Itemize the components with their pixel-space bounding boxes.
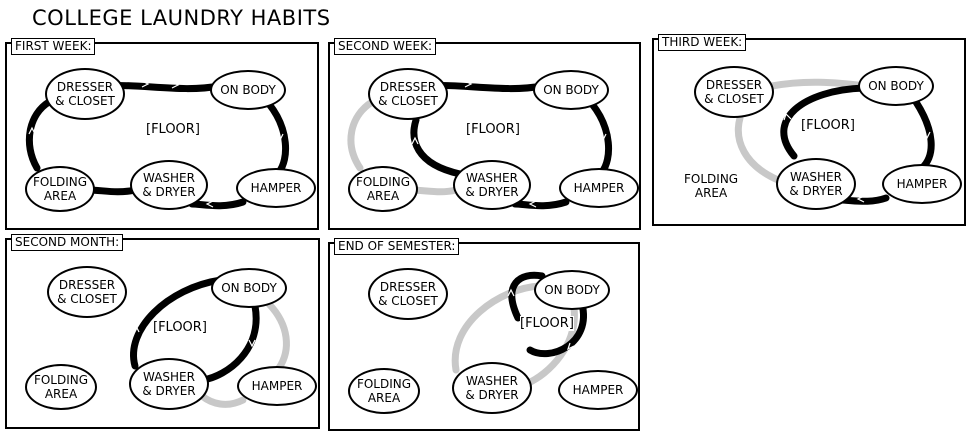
node-dresser-closet: DRESSER & CLOSET: [368, 268, 448, 320]
node-washer-dryer: WASHER & DRYER: [452, 362, 532, 414]
arrow-folding-to-dresser: [25, 98, 53, 172]
node-dresser-closet: DRESSER & CLOSET: [45, 68, 125, 120]
arrow-hamper-to-washer: [511, 198, 570, 210]
floor-label: [FLOOR]: [146, 122, 200, 137]
flow-diagram: [451, 271, 587, 388]
arrow-washer-to-on-body: [780, 84, 868, 160]
panel-title: END OF SEMESTER:: [334, 238, 460, 255]
panel-title: FIRST WEEK:: [11, 38, 96, 55]
arrow-on-body-to-hamper: [265, 300, 290, 372]
node-on-body: ON BODY: [534, 270, 610, 310]
arrow-washer-to-folding: [85, 186, 139, 196]
node-folding-area: FOLDING AREA: [684, 172, 739, 200]
panel-title: THIRD WEEK:: [658, 34, 747, 51]
flow-diagram: [130, 276, 290, 408]
node-washer-dryer: WASHER & DRYER: [129, 358, 209, 410]
node-hamper: HAMPER: [236, 168, 316, 208]
panel-second-month: SECOND MONTH: DRESSER & CLOSET ON BODY […: [5, 234, 320, 429]
floor-label: [FLOOR]: [153, 320, 207, 335]
panel-end-of-semester: END OF SEMESTER: DRESSER & CLOSET ON BOD…: [328, 238, 640, 431]
arrow-hamper-to-washer: [198, 392, 247, 408]
panel-third-week: THIRD WEEK: DRESSER & CLOSET ON BODY [FL…: [652, 34, 966, 226]
floor-label: [FLOOR]: [801, 118, 855, 133]
arrow-on-body-to-hamper: [265, 100, 290, 176]
node-folding-area: FOLDING AREA: [25, 364, 97, 410]
node-hamper: HAMPER: [237, 366, 317, 406]
node-folding-area: FOLDING AREA: [348, 368, 420, 414]
floor-label: [FLOOR]: [466, 122, 520, 137]
arrow-dresser-to-on-body: [768, 78, 870, 90]
panel-title: SECOND MONTH:: [11, 234, 124, 251]
panel-first-week: FIRST WEEK: DRESSER & CLOSET ON BODY [FL…: [5, 38, 319, 230]
arrow-folding-to-dresser: [347, 98, 376, 172]
panel-second-week: SECOND WEEK: DRESSER & CLOSET ON BODY [F…: [328, 38, 641, 230]
arrow-washer-to-on-body: [451, 282, 544, 374]
arrow-washer-to-on-body: [130, 276, 225, 370]
arrow-on-body-to-washer: [199, 302, 260, 384]
arrow-washer-to-dresser: [410, 116, 464, 178]
node-dresser-closet: DRESSER & CLOSET: [368, 68, 448, 120]
node-hamper: HAMPER: [882, 164, 962, 204]
node-dresser-closet: DRESSER & CLOSET: [47, 266, 127, 318]
node-washer-dryer: WASHER & DRYER: [130, 160, 208, 210]
panel-title: SECOND WEEK:: [334, 38, 436, 55]
node-on-body: ON BODY: [858, 66, 934, 106]
arrow-washer-to-dresser: [734, 114, 782, 184]
arrow-hamper-to-washer: [188, 198, 247, 210]
arrow-on-body-to-hamper: [588, 100, 613, 176]
comic-title: COLLEGE LAUNDRY HABITS: [32, 6, 331, 30]
node-on-body: ON BODY: [211, 268, 287, 308]
node-washer-dryer: WASHER & DRYER: [776, 158, 856, 210]
node-dresser-closet: DRESSER & CLOSET: [694, 66, 774, 118]
arrow-on-body-to-floor: [526, 300, 587, 358]
node-folding-area: FOLDING AREA: [25, 166, 95, 212]
arrow-on-body-to-washer: [522, 304, 578, 388]
node-washer-dryer: WASHER & DRYER: [453, 160, 531, 210]
node-folding-area: FOLDING AREA: [348, 166, 418, 212]
node-on-body: ON BODY: [533, 70, 609, 110]
node-hamper: HAMPER: [558, 370, 638, 410]
node-on-body: ON BODY: [210, 70, 286, 110]
arrow-floor-to-on-body: [508, 271, 546, 322]
floor-label: [FLOOR]: [520, 316, 574, 331]
node-hamper: HAMPER: [559, 168, 639, 208]
